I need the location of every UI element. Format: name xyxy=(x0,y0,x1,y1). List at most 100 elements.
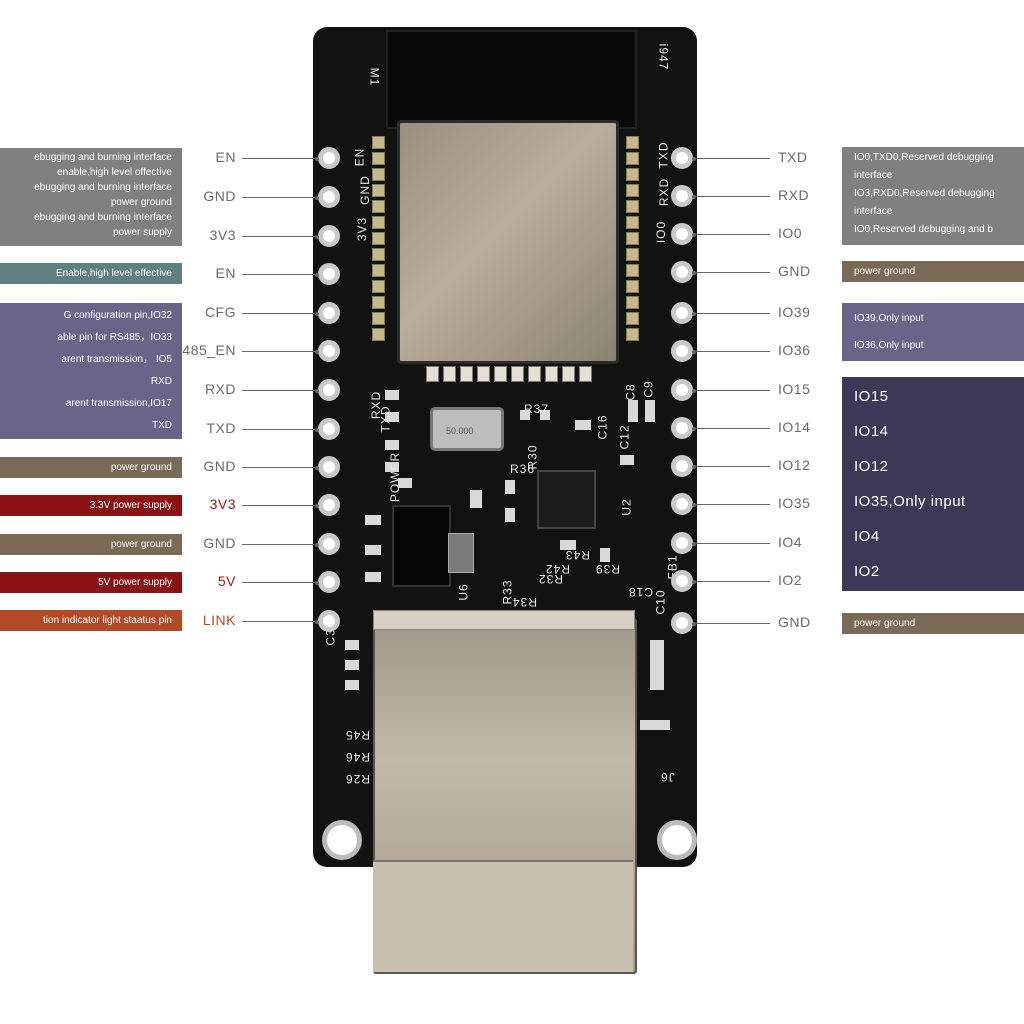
voltage-regulator xyxy=(392,505,451,587)
header-pin-left[interactable] xyxy=(318,456,340,478)
header-pin-right[interactable] xyxy=(671,455,693,477)
header-pin-right[interactable] xyxy=(671,493,693,515)
silkscreen-label: C10 xyxy=(653,589,668,615)
pin-label-right: IO35 xyxy=(778,495,811,511)
silkscreen-label: U2 xyxy=(619,498,634,516)
leader-line-left xyxy=(242,503,319,508)
smd-component xyxy=(345,660,359,670)
pin-label-right: IO12 xyxy=(778,457,811,473)
leader-line-left xyxy=(242,465,319,470)
module-pad-left xyxy=(372,248,385,261)
description-line: IO36,Only input xyxy=(854,340,924,351)
silkscreen-label: R26 xyxy=(345,772,371,786)
smd-component xyxy=(645,400,655,422)
pin-label-right: IO36 xyxy=(778,342,811,358)
leader-line-left xyxy=(242,234,319,239)
description-line: IO3,RXD0,Reserved debugging xyxy=(854,188,995,199)
module-pad-right xyxy=(626,328,639,341)
description-line: IO0,Reserved debugging and b xyxy=(854,224,993,235)
smd-component xyxy=(345,640,359,650)
header-pin-right[interactable] xyxy=(671,302,693,324)
esp32-module-shield xyxy=(397,120,619,364)
header-pin-left[interactable] xyxy=(318,379,340,401)
smd-component xyxy=(365,572,381,582)
module-pad-left xyxy=(372,200,385,213)
description-line: interface xyxy=(854,170,893,181)
pin-label-right: IO0 xyxy=(778,225,803,241)
leader-line-left xyxy=(242,349,319,354)
description-box-left: 5V power supply xyxy=(0,572,182,593)
smd-component xyxy=(628,400,638,422)
header-pin-left[interactable] xyxy=(318,610,340,632)
header-pin-right[interactable] xyxy=(671,340,693,362)
silkscreen-label: R36 xyxy=(510,462,536,476)
header-pin-left[interactable] xyxy=(318,147,340,169)
description-line: ebugging and burning interface xyxy=(34,152,172,163)
module-pad-right xyxy=(626,296,639,309)
header-pin-right[interactable] xyxy=(671,417,693,439)
description-line: ebugging and burning interface xyxy=(34,182,172,193)
silkscreen-label: POWER xyxy=(388,451,403,503)
description-line: IO2 xyxy=(854,563,880,580)
smd-component xyxy=(600,548,610,562)
smd-component xyxy=(575,420,591,430)
module-pad-bottom xyxy=(562,366,575,382)
leader-line-left xyxy=(242,272,319,277)
description-box-right: power ground xyxy=(842,261,1024,282)
silkscreen-label: R37 xyxy=(524,402,550,416)
header-pin-right[interactable] xyxy=(671,532,693,554)
header-pin-left[interactable] xyxy=(318,302,340,324)
leader-line-right xyxy=(692,579,770,584)
module-pad-right xyxy=(626,136,639,149)
rj45-top-edge xyxy=(373,610,635,630)
pin-label-left: EN xyxy=(215,265,236,281)
silkscreen-label: R30 xyxy=(525,444,540,470)
pin-label-left: 3V3 xyxy=(209,496,236,512)
header-pin-left[interactable] xyxy=(318,494,340,516)
silkscreen-label: R39 xyxy=(595,562,621,576)
module-pad-right xyxy=(626,248,639,261)
description-line: arent transmission， IO5 xyxy=(61,354,172,365)
description-line: power ground xyxy=(110,539,172,550)
header-pin-right[interactable] xyxy=(671,570,693,592)
module-pad-left xyxy=(372,296,385,309)
header-pin-right[interactable] xyxy=(671,223,693,245)
header-pin-left[interactable] xyxy=(318,418,340,440)
description-line: IO15 xyxy=(854,388,889,405)
header-pin-left[interactable] xyxy=(318,263,340,285)
header-pin-left[interactable] xyxy=(318,571,340,593)
header-pin-left[interactable] xyxy=(318,340,340,362)
module-pad-left xyxy=(372,264,385,277)
header-pin-left[interactable] xyxy=(318,186,340,208)
smd-component xyxy=(505,508,515,522)
description-line: IO12 xyxy=(854,458,889,475)
pin-label-right: TXD xyxy=(778,149,808,165)
header-pin-right[interactable] xyxy=(671,147,693,169)
silkscreen-label: TXD xyxy=(378,405,393,433)
description-line: power ground xyxy=(110,462,172,473)
description-line: IO35,Only input xyxy=(854,493,966,510)
description-line: arent transmission,IO17 xyxy=(65,398,172,409)
header-pin-right[interactable] xyxy=(671,612,693,634)
module-pad-right xyxy=(626,280,639,293)
description-box-left: power ground xyxy=(0,534,182,555)
smd-component xyxy=(345,680,359,690)
header-pin-right[interactable] xyxy=(671,261,693,283)
pin-label-left: 5V xyxy=(217,573,236,589)
smd-component xyxy=(385,390,399,400)
header-pin-right[interactable] xyxy=(671,379,693,401)
description-line: RXD xyxy=(150,376,172,387)
leader-line-left xyxy=(242,311,319,316)
module-pad-left xyxy=(372,232,385,245)
description-line: interface xyxy=(854,206,893,217)
smd-component xyxy=(385,440,399,450)
header-pin-left[interactable] xyxy=(318,225,340,247)
silkscreen-label: C18 xyxy=(628,585,654,599)
description-box-right: power ground xyxy=(842,613,1024,634)
header-pin-left[interactable] xyxy=(318,533,340,555)
header-pin-right[interactable] xyxy=(671,185,693,207)
module-pad-bottom xyxy=(460,366,473,382)
module-pad-right xyxy=(626,168,639,181)
